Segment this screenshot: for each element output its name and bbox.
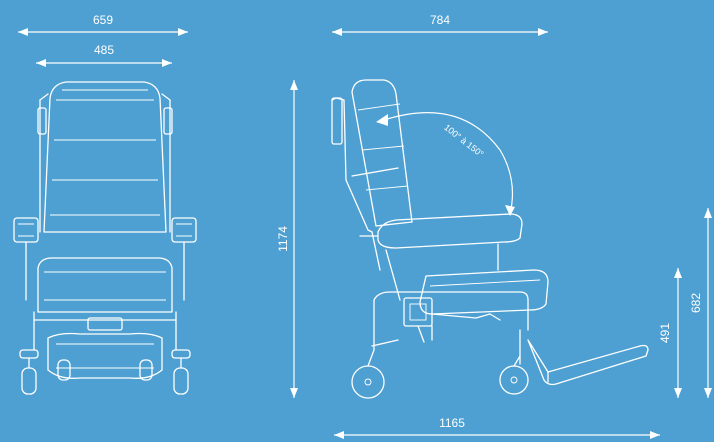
height-label: 1174	[276, 226, 290, 252]
armrest-height-dimension: 682	[689, 208, 712, 398]
overall-width-label: 659	[93, 13, 113, 27]
seat-height-dimension: 491	[658, 268, 682, 398]
depth-dimension: 784	[332, 13, 548, 36]
recline-arc-annotation: 100° à 150°	[376, 112, 515, 216]
armrest-height-label: 682	[689, 293, 703, 313]
wheelchair-front-icon	[13, 81, 197, 395]
seat-width-label: 485	[94, 43, 114, 57]
seat-height-label: 491	[658, 323, 672, 343]
overall-width-dimension: 659	[18, 13, 188, 36]
height-dimension: 1174	[276, 80, 298, 398]
wheelchair-side-icon	[331, 79, 649, 399]
depth-label: 784	[430, 13, 450, 27]
recline-range-label: 100° à 150°	[442, 122, 486, 159]
length-label: 1165	[439, 416, 465, 430]
seat-width-dimension: 485	[36, 43, 172, 67]
length-dimension: 1165	[334, 416, 660, 439]
